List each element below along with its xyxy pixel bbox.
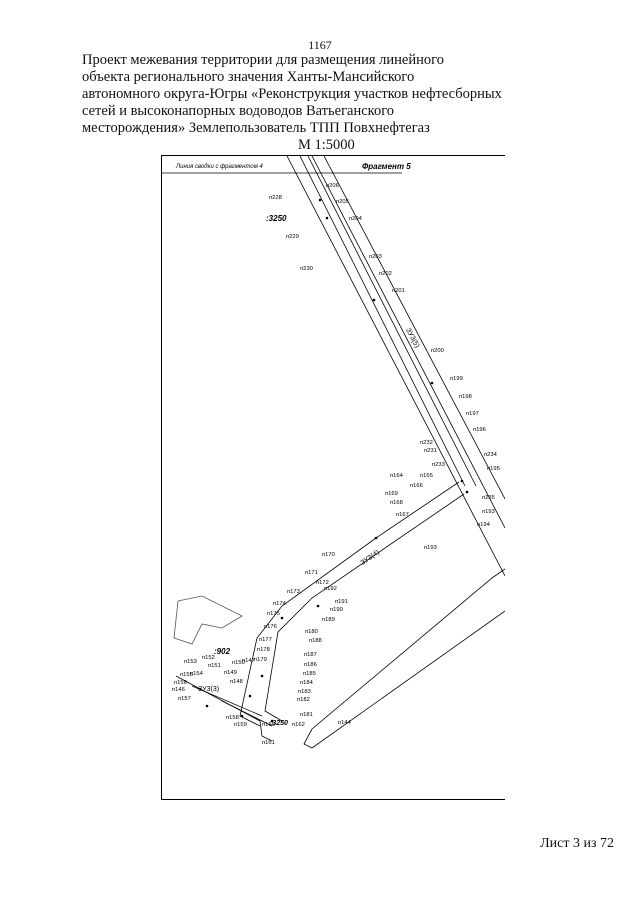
point-label: п148 — [230, 679, 243, 685]
title-line: автономного округа-Югры «Реконструкция у… — [82, 86, 502, 102]
join-line-label: Линия сводки с фрагментом 4 — [175, 164, 263, 170]
document-title: Проект межевания территории для размещен… — [82, 52, 552, 137]
point-label: п176 — [264, 624, 277, 630]
point-label: п203 — [369, 254, 382, 260]
title-line: месторождения» Землепользователь ТПП Пов… — [82, 120, 430, 136]
point-label: п151 — [208, 663, 221, 669]
point-label: п175 — [267, 611, 280, 617]
parcel-label: :902 — [214, 647, 231, 656]
point-label: п177 — [259, 637, 272, 643]
zone-label: ЗУ3(4) — [360, 549, 381, 567]
point-label: п152 — [202, 655, 215, 661]
point-label: п160 — [262, 722, 275, 728]
point-label: п185 — [303, 671, 316, 677]
point-label: п187 — [304, 652, 317, 658]
point-label: п205 — [336, 199, 349, 205]
page-number: 1167 — [308, 38, 332, 52]
point-label: п171 — [305, 570, 318, 576]
point-label: п156 — [174, 680, 187, 686]
point-label: п153 — [184, 659, 197, 665]
point-label: п233 — [432, 462, 445, 468]
point-label: п202 — [379, 271, 392, 277]
point-label: п149 — [224, 670, 237, 676]
point-label: п198 — [459, 394, 472, 400]
point-label: п178 — [257, 647, 270, 653]
point-label: п197 — [466, 411, 479, 417]
title-line: сетей и высоконапорных водоводов Ватьега… — [82, 103, 395, 119]
point-label: п195 — [487, 466, 500, 472]
point-label: п184 — [300, 680, 314, 686]
point-label: п189 — [322, 617, 335, 623]
survey-points — [205, 198, 469, 723]
point-label: п180 — [305, 629, 318, 635]
point-label: п162 — [292, 722, 305, 728]
point-label: п186 — [304, 662, 317, 668]
point-label: п154 — [190, 671, 204, 677]
point-label: п146 — [172, 687, 185, 693]
point-label: п174 — [273, 601, 287, 607]
point-label: п168 — [390, 500, 403, 506]
point-label: п157 — [178, 696, 191, 702]
parcel-label: :3250 — [266, 214, 287, 223]
title-line: Проект межевания территории для размещен… — [82, 52, 444, 68]
point-label: п173 — [287, 589, 300, 595]
point-label: п169 — [385, 491, 398, 497]
point-label: п161 — [262, 740, 275, 746]
point-label: п199 — [450, 376, 463, 382]
map-drawing: Линия сводки с фрагментом 4 Фрагмент 5 — [162, 156, 505, 749]
point-label: п193 — [424, 545, 437, 551]
point-label: п188 — [309, 638, 322, 644]
point-label: п193 — [482, 509, 495, 515]
point-label: п229 — [286, 234, 299, 240]
map-scale: М 1:5000 — [298, 137, 355, 153]
fragment-label: Фрагмент 5 — [362, 162, 411, 171]
point-label: п155 — [180, 672, 193, 678]
point-label: п170 — [322, 552, 335, 558]
corridor-zu3-4 — [191, 481, 465, 727]
point-label: п232 — [420, 440, 433, 446]
point-labels-middle: п164 п165 п166 п169 п168 п167 п170 п193 … — [254, 473, 437, 718]
pad-outline — [173, 568, 505, 749]
point-label: п230 — [300, 266, 313, 272]
sheet-number: Лист 3 из 72 — [540, 836, 614, 851]
point-label: п190 — [330, 607, 343, 613]
point-label: п192 — [324, 586, 337, 592]
survey-map: Линия сводки с фрагментом 4 Фрагмент 5 — [161, 155, 505, 800]
point-label: п201 — [392, 288, 405, 294]
point-label: п194 — [477, 522, 491, 528]
point-label: п206 — [326, 183, 339, 189]
point-label: п144 — [338, 720, 352, 726]
point-label: п158 — [226, 715, 239, 721]
title-line: объекта регионального значения Ханты-Ман… — [82, 69, 415, 85]
point-label: п179 — [254, 657, 267, 663]
point-label: п147 — [242, 658, 255, 664]
point-label: п166 — [410, 483, 423, 489]
point-label: п167 — [396, 512, 409, 518]
point-label: п182 — [297, 697, 310, 703]
point-label: п228 — [269, 195, 282, 201]
point-labels-upper: п206 п205 п204 п228 п229 п230 п203 п202 … — [269, 183, 500, 528]
point-label: п200 — [431, 348, 444, 354]
point-label: п235 — [482, 495, 495, 501]
point-label: п204 — [349, 216, 363, 222]
point-label: п183 — [298, 689, 311, 695]
point-label: п172 — [316, 580, 329, 586]
point-label: п234 — [484, 452, 498, 458]
corridor-zu3-5 — [286, 156, 505, 577]
point-label: п164 — [390, 473, 404, 479]
point-label: п159 — [234, 722, 247, 728]
point-label: п231 — [424, 448, 437, 454]
point-label: п150 — [232, 660, 245, 666]
point-label: п191 — [335, 599, 348, 605]
point-label: п196 — [473, 427, 486, 433]
parcel-label: :3250 — [270, 720, 288, 727]
point-label: п165 — [420, 473, 433, 479]
point-labels-lower: п153 п152 п151 п150 п147 п149 п148 п154 … — [172, 655, 352, 746]
point-label: п181 — [300, 712, 313, 718]
zone-label: ЗУ3(3) — [198, 686, 219, 693]
